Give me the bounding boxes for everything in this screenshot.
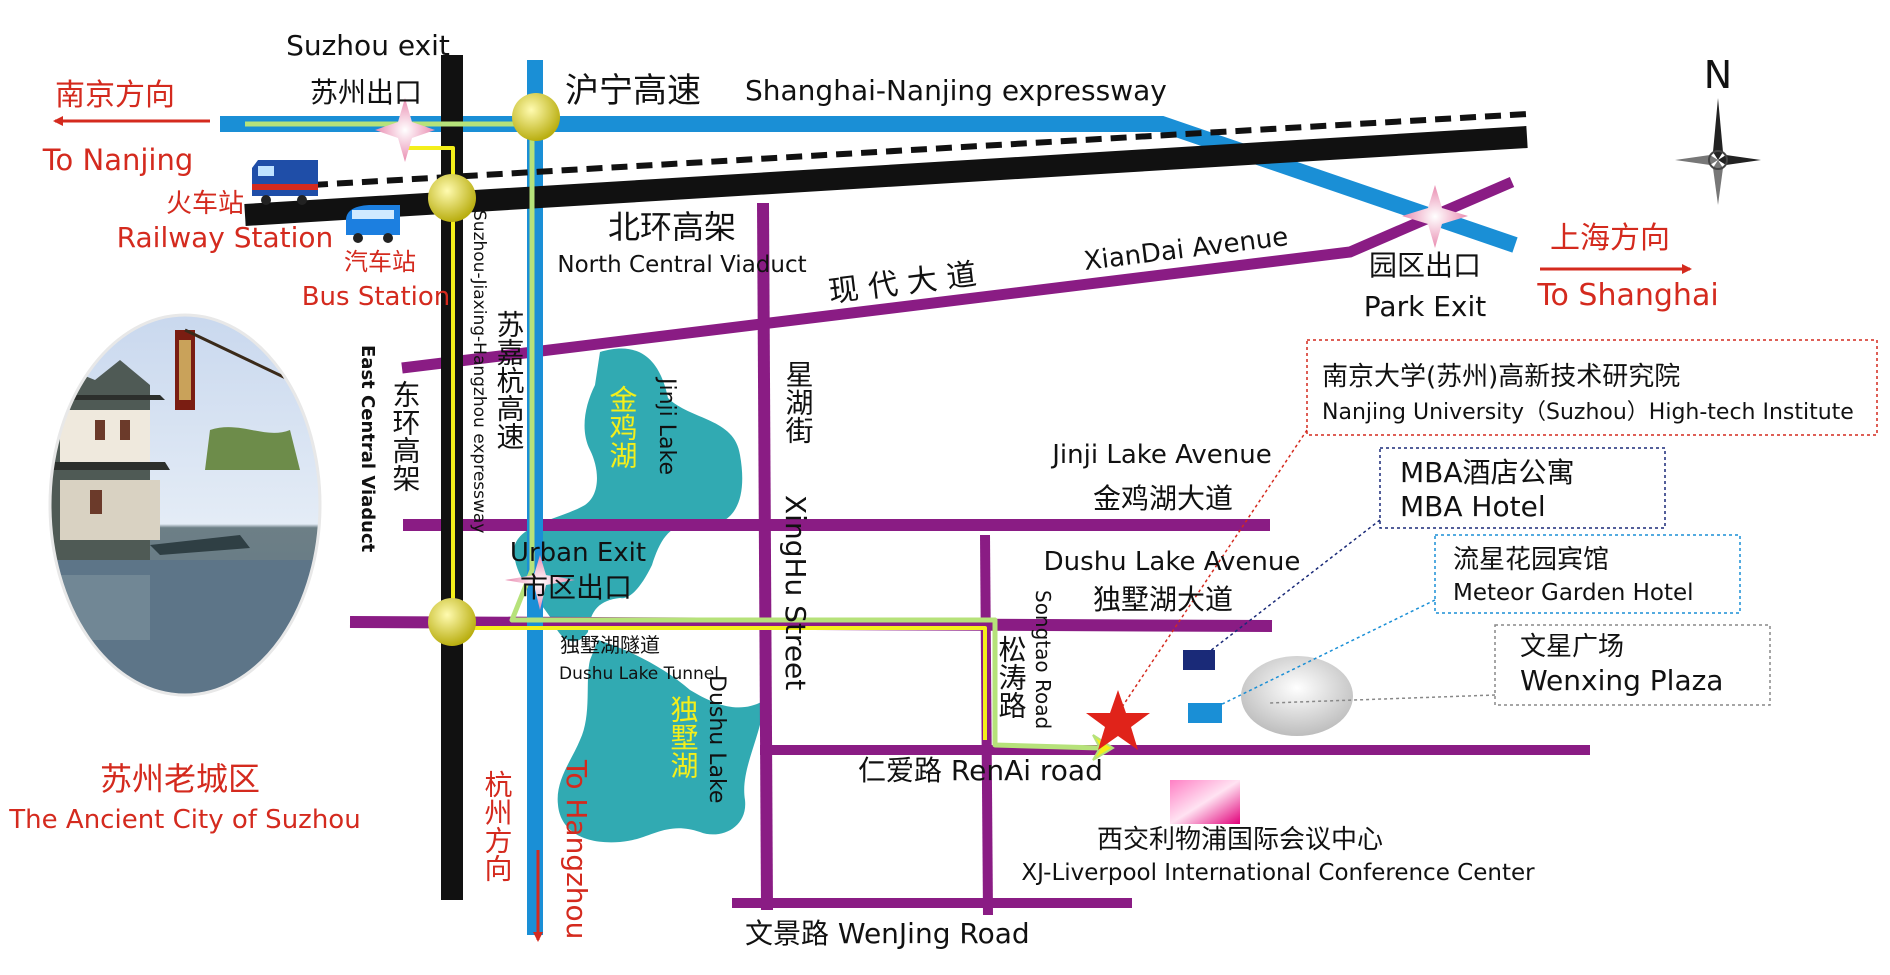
- direction-nanjing-cn: 南京方向: [55, 78, 175, 113]
- meteor-callout-box: [1434, 534, 1741, 614]
- xjl-center-cn: 西交利物浦国际会议中心: [1097, 825, 1383, 855]
- direction-shanghai-cn: 上海方向: [1550, 221, 1670, 256]
- mba-hotel-en: MBA Hotel: [1400, 490, 1546, 523]
- jinji-lake-shape: [513, 348, 743, 642]
- jinji-avenue-cn: 金鸡湖大道: [1093, 482, 1233, 515]
- meteor-hotel-cn: 流星花园宾馆: [1453, 545, 1609, 575]
- east-viaduct-en: East Central Viaduct: [357, 345, 378, 553]
- bus-station-en: Bus Station: [302, 282, 451, 312]
- dushu-lake-avenue-road: [349, 616, 1273, 632]
- suzhou-exit-star: [375, 98, 435, 162]
- urban-exit-en: Urban Exit: [510, 538, 646, 568]
- xinghu-street-road: [757, 202, 773, 911]
- suzhou-exit-cn: 苏州出口: [310, 76, 422, 109]
- dushu-avenue-en: Dushu Lake Avenue: [1044, 547, 1301, 577]
- urban-exit-star: [505, 555, 575, 610]
- ancient-city-cn: 苏州老城区: [100, 760, 260, 798]
- avenues: [349, 176, 1590, 916]
- wenxing-callout-box: [1494, 624, 1771, 706]
- bus-icon: [346, 205, 400, 243]
- nju-institute-marker-icon: [1086, 690, 1150, 750]
- dushu-tunnel-cn: 独墅湖隧道: [560, 633, 660, 657]
- park-exit-en: Park Exit: [1364, 290, 1486, 323]
- nju-institute-cn: 南京大学(苏州)高新技术研究院: [1322, 362, 1680, 392]
- jinji-avenue-en: Jinji Lake Avenue: [1050, 440, 1272, 470]
- wenxing-plaza-cn: 文星广场: [1520, 632, 1624, 662]
- ancient-city-en: The Ancient City of Suzhou: [8, 805, 360, 835]
- railway-dashed-line: [311, 111, 1529, 188]
- mba-hotel-cn: MBA酒店公寓: [1400, 456, 1575, 489]
- xiandai-avenue: [401, 176, 1515, 374]
- suzhou-exit-en: Suzhou exit: [286, 29, 450, 62]
- meteor-hotel-en: Meteor Garden Hotel: [1453, 580, 1694, 606]
- xinghu-street-en: XingHu Street: [779, 495, 812, 690]
- interchange-node: [428, 598, 476, 646]
- dushu-lake-shape: [557, 640, 765, 843]
- east-viaduct-cn: 东环高架: [389, 380, 422, 492]
- dushu-tunnel-en: Dushu Lake Tunnel: [559, 664, 719, 684]
- north-viaduct-en: North Central Viaduct: [557, 252, 806, 278]
- xinghu-street-cn: 星湖街: [782, 360, 815, 444]
- compass: N: [1675, 53, 1761, 205]
- wenxing-plaza-marker: [1241, 656, 1353, 736]
- railway-station-en: Railway Station: [117, 221, 334, 254]
- nju-callout-box: [1306, 339, 1878, 436]
- mba-callout-box: [1379, 447, 1666, 529]
- jinji-lake-cn: 金鸡湖: [606, 385, 639, 469]
- direction-nanjing-en: To Nanjing: [42, 143, 194, 177]
- wenxing-plaza-en: Wenxing Plaza: [1520, 664, 1723, 697]
- park-exit-cn: 园区出口: [1369, 249, 1481, 282]
- direction-hangzhou-en: To Hangzhou: [560, 759, 593, 939]
- renai-road-label: 仁爱路 RenAi road: [858, 754, 1103, 787]
- compass-rose-icon: [1675, 98, 1761, 205]
- dushu-avenue-cn: 独墅湖大道: [1093, 583, 1233, 616]
- dushu-lake-en: Dushu Lake: [704, 675, 729, 803]
- direction-hangzhou-cn: 杭州方向: [481, 770, 514, 882]
- railway-station-cn: 火车站: [166, 189, 244, 219]
- songtao-road-en: Songtao Road: [1031, 590, 1055, 729]
- sujiahang-expressway-en: Suzhou-Jiaxing-Hangzhou expressway: [469, 210, 489, 533]
- north-viaduct-cn: 北环高架: [608, 208, 736, 246]
- mba-hotel-marker: [1183, 650, 1215, 670]
- interchange-node: [428, 174, 476, 222]
- ancient-city-photo: [48, 313, 322, 697]
- dushu-lake-cn: 独墅湖: [667, 695, 700, 779]
- park-exit-star: [1402, 185, 1468, 248]
- bus-station-cn: 汽车站: [344, 248, 416, 276]
- callout-leaders: [1119, 339, 1878, 711]
- interchange-node: [512, 93, 560, 141]
- songtao-road-cn: 松涛路: [995, 635, 1028, 719]
- xjl-conference-marker: [1170, 780, 1240, 824]
- nju-institute-en: Nanjing University（Suzhou）High-tech Inst…: [1322, 400, 1854, 425]
- sujiahang-expressway-cn: 苏嘉杭高速: [493, 310, 526, 450]
- jinji-lake-en: Jinji Lake: [654, 376, 679, 475]
- compass-north-letter: N: [1704, 53, 1732, 97]
- direction-shanghai-en: To Shanghai: [1536, 278, 1718, 313]
- xjl-center-en: XJ-Liverpool International Conference Ce…: [1021, 860, 1535, 886]
- train-icon: [252, 160, 318, 205]
- wenjing-road-label: 文景路 WenJing Road: [745, 917, 1030, 950]
- huning-expressway-cn: 沪宁高速: [565, 71, 701, 111]
- urban-exit-cn: 市区出口: [520, 571, 632, 604]
- huning-expressway-en: Shanghai-Nanjing expressway: [745, 74, 1167, 107]
